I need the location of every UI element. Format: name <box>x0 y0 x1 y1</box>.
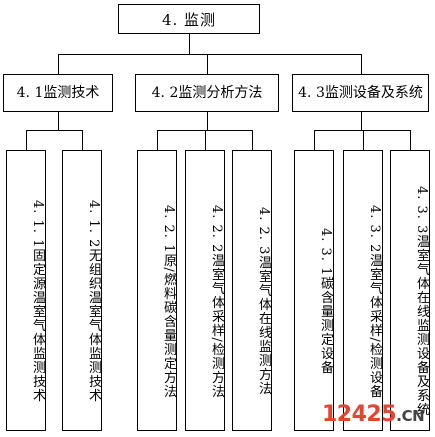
leaf-node-carbon-content-method: 4. 2. 1原/燃料碳含量测定方法 <box>137 150 177 431</box>
leaf-node-sampling-equipment: 4. 3. 2温室气体采样/检测设备 <box>343 150 383 431</box>
watermark-digits: 12425 <box>322 402 397 427</box>
watermark-logo: 12425.CN <box>322 402 425 427</box>
connector-b1-bus <box>26 130 83 131</box>
root-node: 4. 监测 <box>118 4 260 34</box>
connector-b2-c2 <box>205 130 206 150</box>
branch-node-label: 4. 1监测技术 <box>16 84 100 101</box>
branch-node-equipment-systems: 4. 3监测设备及系统 <box>292 74 429 112</box>
watermark-suffix: CN <box>401 407 425 425</box>
connector-b1-c1 <box>26 130 27 150</box>
branch-node-label: 4. 3监测设备及系统 <box>298 84 423 101</box>
connector-b3-down <box>361 112 362 130</box>
connector-root-down <box>189 34 190 54</box>
connector-branch3 <box>361 54 362 74</box>
connector-b2-c1 <box>157 130 158 150</box>
branch-node-monitoring-technology: 4. 1监测技术 <box>3 74 113 112</box>
connector-branch1 <box>58 54 59 74</box>
connector-b1-down <box>58 112 59 130</box>
leaf-node-sampling-method: 4. 2. 2温室气体采样/检测方法 <box>185 150 225 431</box>
leaf-node-label: 4. 3. 2温室气体采样/检测设备 <box>367 204 382 399</box>
branch-node-analysis-methods: 4. 2监测分析方法 <box>135 74 279 112</box>
leaf-node-fixed-source-technology: 4. 1. 1固定源温室气体监测技术 <box>6 150 46 431</box>
connector-b1-c2 <box>82 130 83 150</box>
connector-b3-bus <box>314 130 411 131</box>
connector-b3-c3 <box>410 130 411 150</box>
leaf-node-label: 4. 1. 2无组织温室气体监测技术 <box>86 200 101 403</box>
leaf-node-label: 4. 2. 3温室气体在线监测方法 <box>256 207 271 396</box>
leaf-node-online-equipment-system: 4. 3. 3温室气体在线监测设备及系统 <box>390 150 430 431</box>
leaf-node-carbon-content-equipment: 4. 3. 1碳含量测定设备 <box>294 150 334 431</box>
connector-branch2 <box>207 54 208 74</box>
leaf-node-fugitive-technology: 4. 1. 2无组织温室气体监测技术 <box>62 150 102 431</box>
leaf-node-label: 4. 1. 1固定源温室气体监测技术 <box>30 200 45 403</box>
root-node-label: 4. 监测 <box>161 10 217 29</box>
leaf-node-online-method: 4. 2. 3温室气体在线监测方法 <box>232 150 272 431</box>
leaf-node-label: 4. 2. 2温室气体采样/检测方法 <box>209 204 224 399</box>
leaf-node-label: 4. 2. 1原/燃料碳含量测定方法 <box>161 204 176 399</box>
branch-node-label: 4. 2监测分析方法 <box>151 84 263 101</box>
connector-b2-c3 <box>252 130 253 150</box>
watermark-dot: . <box>396 406 402 425</box>
connector-b3-c1 <box>314 130 315 150</box>
connector-b2-down <box>207 112 208 130</box>
connector-level1-bus <box>58 54 361 55</box>
leaf-node-label: 4. 3. 3温室气体在线监测设备及系统 <box>414 186 429 417</box>
connector-b3-c2 <box>363 130 364 150</box>
leaf-node-label: 4. 3. 1碳含量测定设备 <box>318 228 333 375</box>
